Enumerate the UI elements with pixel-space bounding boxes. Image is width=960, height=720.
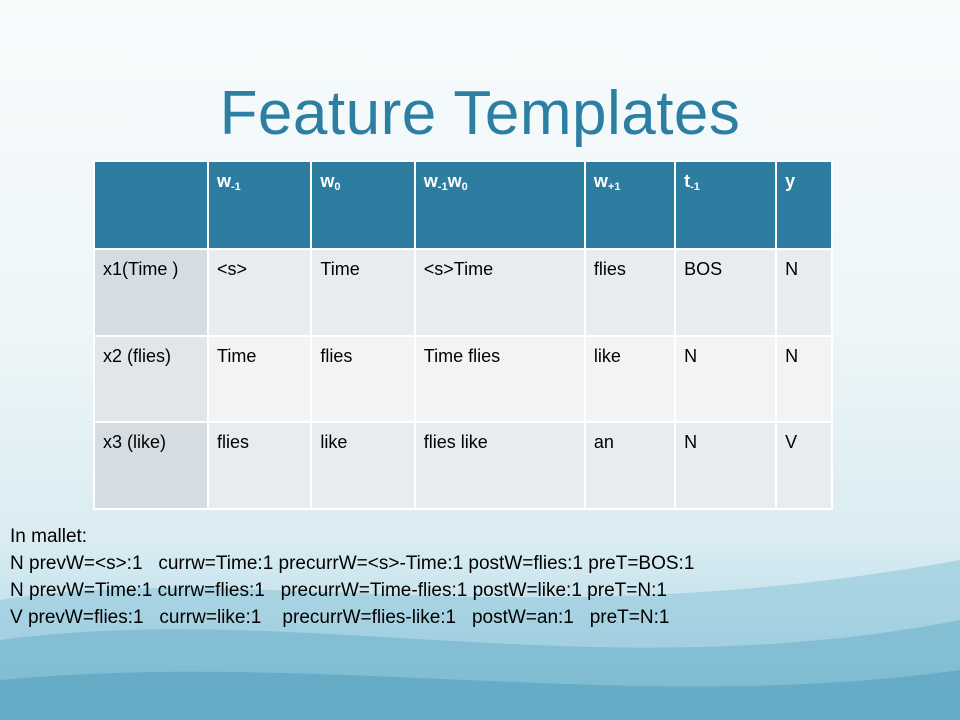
table-cell: Time [206,334,313,424]
mallet-notes: In mallet: N prevW=<s>:1 currw=Time:1 pre… [10,523,694,631]
mallet-line: N prevW=Time:1 currw=flies:1 precurrW=Ti… [10,580,667,601]
table-row: x2 (flies) Time flies Time flies like N … [93,334,833,424]
table-cell: flies [310,334,416,424]
table-cell: Time [310,248,416,337]
header-w-plus-1: w+1 [583,160,677,250]
mallet-line: N prevW=<s>:1 currw=Time:1 precurrW=<s>-… [10,553,695,574]
table-row: x1(Time ) <s> Time <s>Time flies BOS N [93,248,833,337]
table-cell: flies like [413,421,586,510]
table-cell: N [775,248,833,337]
table-cell: flies [206,421,313,510]
table-cell: BOS [674,248,778,337]
row-label: x2 (flies) [93,334,209,424]
header-corner [93,160,209,250]
table-row: x3 (like) flies like flies like an N V [93,421,833,510]
table-cell: N [674,421,778,510]
table-cell: N [674,334,778,424]
table-cell: V [775,421,833,510]
table-cell: flies [583,248,677,337]
table-cell: <s> [206,248,313,337]
mallet-heading: In mallet: [10,526,88,547]
row-label: x1(Time ) [93,248,209,337]
table-cell: like [583,334,677,424]
header-y: y [775,160,833,250]
table-cell: Time flies [413,334,586,424]
header-w-minus-1-w0: w-1w0 [413,160,586,250]
row-label: x3 (like) [93,421,209,510]
slide-title: Feature Templates [219,79,741,148]
table-header-row: w-1 w0 w-1w0 w+1 t-1 y [93,160,833,250]
table-cell: like [310,421,416,510]
mallet-line: V prevW=flies:1 currw=like:1 precurrW=fl… [10,607,670,628]
table-cell: an [583,421,677,510]
table-cell: <s>Time [413,248,586,337]
feature-table: w-1 w0 w-1w0 w+1 t-1 y x1(Time ) <s> Tim… [93,160,833,510]
header-w0: w0 [310,160,416,250]
table-cell: N [775,334,833,424]
header-w-minus-1: w-1 [206,160,313,250]
header-t-minus-1: t-1 [674,160,778,250]
